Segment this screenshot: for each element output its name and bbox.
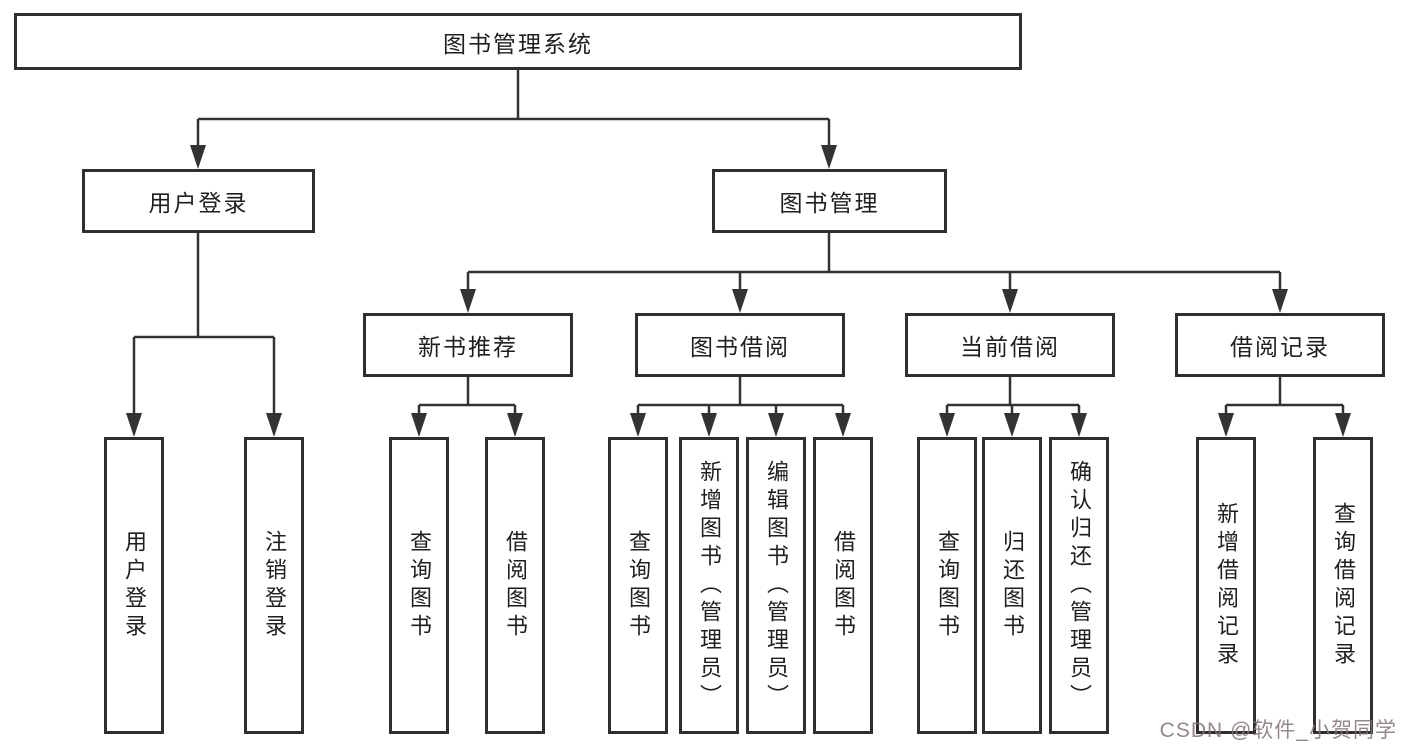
connector-new-book-recommend (417, 377, 517, 414)
leaf-label: 借阅图书 (831, 529, 856, 642)
node-root-library-system: 图书管理系统 (14, 13, 1022, 70)
leaf-label: 编辑图书（管理员） (764, 459, 789, 712)
leaf-query-book-borrow: 查询图书 (608, 437, 668, 734)
node-new-book-recommend: 新书推荐 (363, 313, 573, 377)
leaf-query-book-current: 查询图书 (917, 437, 977, 734)
node-label: 图书借阅 (690, 334, 790, 360)
leaf-label: 确认归还（管理员） (1067, 459, 1092, 712)
node-label: 图书管理系统 (443, 30, 593, 57)
leaf-query-book-recommend: 查询图书 (389, 437, 449, 734)
leaf-label: 查询图书 (626, 529, 651, 642)
node-book-management: 图书管理 (712, 169, 947, 233)
connector-borrow-records (1224, 377, 1345, 414)
leaf-user-login: 用户登录 (104, 437, 164, 734)
node-borrow-records: 借阅记录 (1175, 313, 1385, 377)
node-label: 借阅记录 (1230, 334, 1330, 360)
leaf-label: 新增图书（管理员） (697, 459, 722, 712)
leaf-label: 注销登录 (262, 529, 287, 642)
leaf-return-book: 归还图书 (982, 437, 1042, 734)
leaf-label: 新增借阅记录 (1214, 501, 1239, 670)
leaf-label: 归还图书 (1000, 529, 1025, 642)
node-book-borrow: 图书借阅 (635, 313, 845, 377)
connector-current-borrow (945, 377, 1081, 414)
leaf-add-borrow-record: 新增借阅记录 (1196, 437, 1256, 734)
arrowheads (126, 145, 1351, 437)
leaf-label: 查询图书 (407, 529, 432, 642)
leaf-label: 查询借阅记录 (1331, 501, 1356, 670)
leaf-borrow-book-recommend: 借阅图书 (485, 437, 545, 734)
leaf-borrow-book: 借阅图书 (813, 437, 873, 734)
node-label: 图书管理 (779, 190, 880, 216)
leaf-logout: 注销登录 (244, 437, 304, 734)
leaf-label: 用户登录 (122, 529, 147, 642)
leaf-label: 借阅图书 (503, 529, 528, 642)
leaf-label: 查询图书 (935, 529, 960, 642)
node-label: 新书推荐 (418, 334, 518, 360)
leaf-add-book-admin: 新增图书（管理员） (679, 437, 739, 734)
leaf-query-borrow-record: 查询借阅记录 (1313, 437, 1373, 734)
leaf-edit-book-admin: 编辑图书（管理员） (746, 437, 806, 734)
connector-user-login (132, 233, 276, 414)
node-current-borrow: 当前借阅 (905, 313, 1115, 377)
node-label: 用户登录 (148, 190, 249, 216)
node-user-login: 用户登录 (82, 169, 315, 233)
connector-book-management (466, 233, 1282, 290)
connector-book-borrow (636, 377, 845, 414)
leaf-confirm-return-admin: 确认归还（管理员） (1049, 437, 1109, 734)
connector-root (196, 70, 831, 146)
node-label: 当前借阅 (960, 334, 1060, 360)
